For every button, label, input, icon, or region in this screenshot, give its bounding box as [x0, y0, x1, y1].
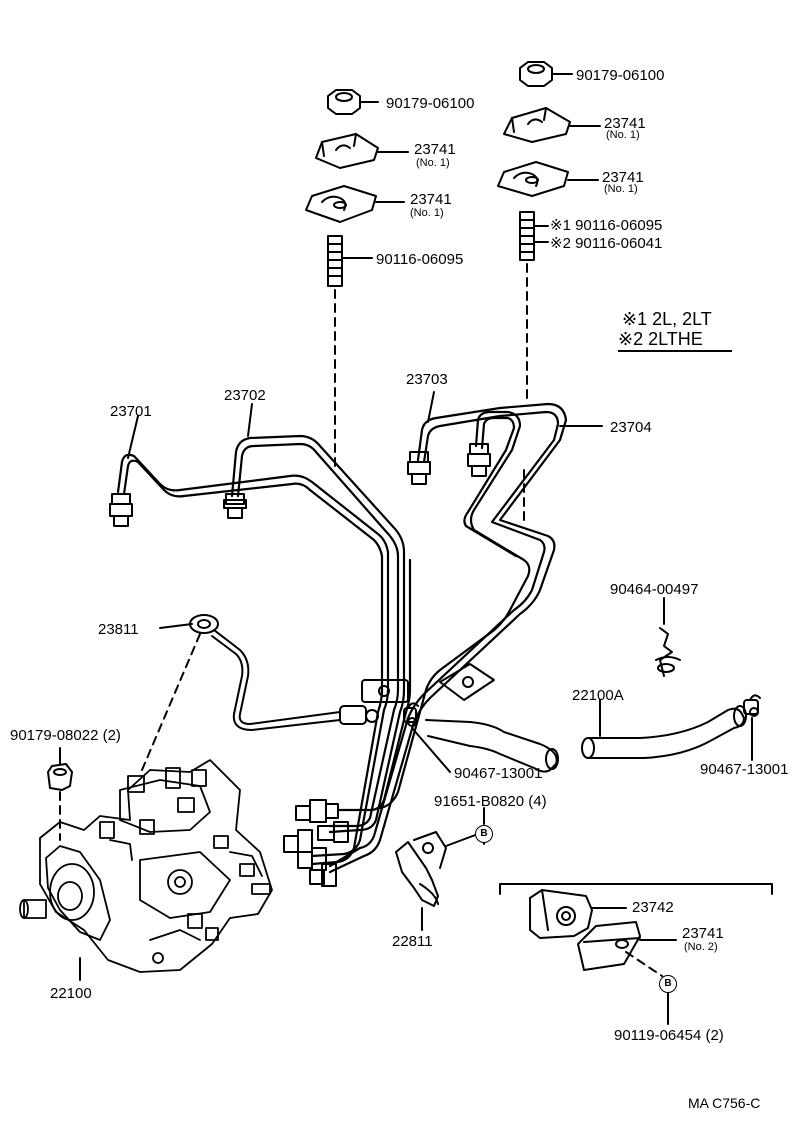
clamp-left-upper	[315, 133, 379, 169]
injection-pump	[19, 759, 273, 973]
label-return-pipe: 23811	[98, 621, 139, 638]
legend-line-2: ※2 2LTHE	[618, 330, 732, 352]
label-clamp-right-lower-sub: (No. 1)	[604, 183, 638, 195]
hose-right	[581, 705, 747, 759]
nut-left	[327, 89, 361, 115]
clamp-right-lower	[497, 161, 569, 197]
bolt-ref-marker: B	[475, 825, 493, 843]
pump-end-fittings	[283, 799, 349, 887]
label-stud-left: 90116-06095	[376, 251, 464, 268]
stud-right	[519, 211, 535, 261]
stud-left	[327, 235, 343, 287]
fitting-23703	[407, 451, 431, 485]
fitting-23704-inner	[467, 443, 491, 477]
label-pipe-23702: 23702	[224, 387, 266, 404]
label-nut-right: 90179-06100	[576, 67, 665, 84]
hose-clamp-right	[743, 694, 761, 717]
label-stud-right-1: ※1 90116-06095	[550, 217, 663, 234]
label-screw: 90119-06454 (2)	[614, 1027, 724, 1044]
label-clamp-right-upper: 23741	[604, 115, 646, 132]
label-clamp-23741-no2-sub: (No. 2)	[684, 941, 718, 953]
injection-pipes-left	[116, 434, 412, 866]
label-clamp-left-lower: 23741	[410, 191, 452, 208]
label-stud-right-2: ※2 90116-06041	[550, 235, 663, 252]
injection-pipes-right	[328, 402, 568, 874]
hose-clamp-center	[403, 702, 419, 727]
footer-code: MA C756-C	[688, 1095, 761, 1111]
label-clamp-left-lower-sub: (No. 1)	[410, 207, 444, 219]
label-clamp-left-upper-sub: (No. 1)	[416, 157, 450, 169]
fitting-23702	[223, 493, 247, 519]
label-pump-nut: 90179-08022 (2)	[10, 727, 121, 744]
pipe-clamp-right	[439, 663, 495, 701]
clamp-left-lower	[305, 185, 377, 223]
label-clamp-23741-no2: 23741	[682, 925, 724, 942]
clamp-right-upper	[503, 107, 571, 143]
clamp-23741-no2	[577, 921, 641, 971]
label-pipe-23704: 23704	[610, 419, 652, 436]
screw-ref-marker: B	[659, 975, 677, 993]
label-pipe-23703: 23703	[406, 371, 448, 388]
bracket	[395, 831, 447, 907]
label-bolt: 91651-B0820 (4)	[434, 793, 547, 810]
clamp-23742	[529, 889, 593, 939]
hose-center	[425, 719, 559, 773]
label-pump: 22100	[50, 985, 92, 1002]
label-bracket: 22811	[392, 933, 433, 950]
label-clamp-left-upper: 23741	[414, 141, 456, 158]
label-clamp-23742: 23742	[632, 899, 674, 916]
label-hose-clip: 90464-00497	[610, 581, 699, 598]
pipe-clamp-center	[361, 679, 409, 703]
legend-line-1: ※1 2L, 2LT	[622, 309, 712, 329]
label-hose-clamp-right: 90467-13001	[700, 761, 789, 778]
label-nut-left: 90179-06100	[386, 95, 475, 112]
fitting-23701	[109, 493, 133, 527]
return-pipe	[189, 614, 379, 731]
label-hose: 22100A	[572, 687, 624, 704]
pump-nut	[47, 763, 73, 791]
hose-clip	[655, 627, 681, 677]
nut-right	[519, 61, 553, 87]
label-clamp-right-lower: 23741	[602, 169, 644, 186]
label-pipe-23701: 23701	[110, 403, 152, 420]
label-hose-clamp-center: 90467-13001	[454, 765, 543, 782]
label-clamp-right-upper-sub: (No. 1)	[606, 129, 640, 141]
